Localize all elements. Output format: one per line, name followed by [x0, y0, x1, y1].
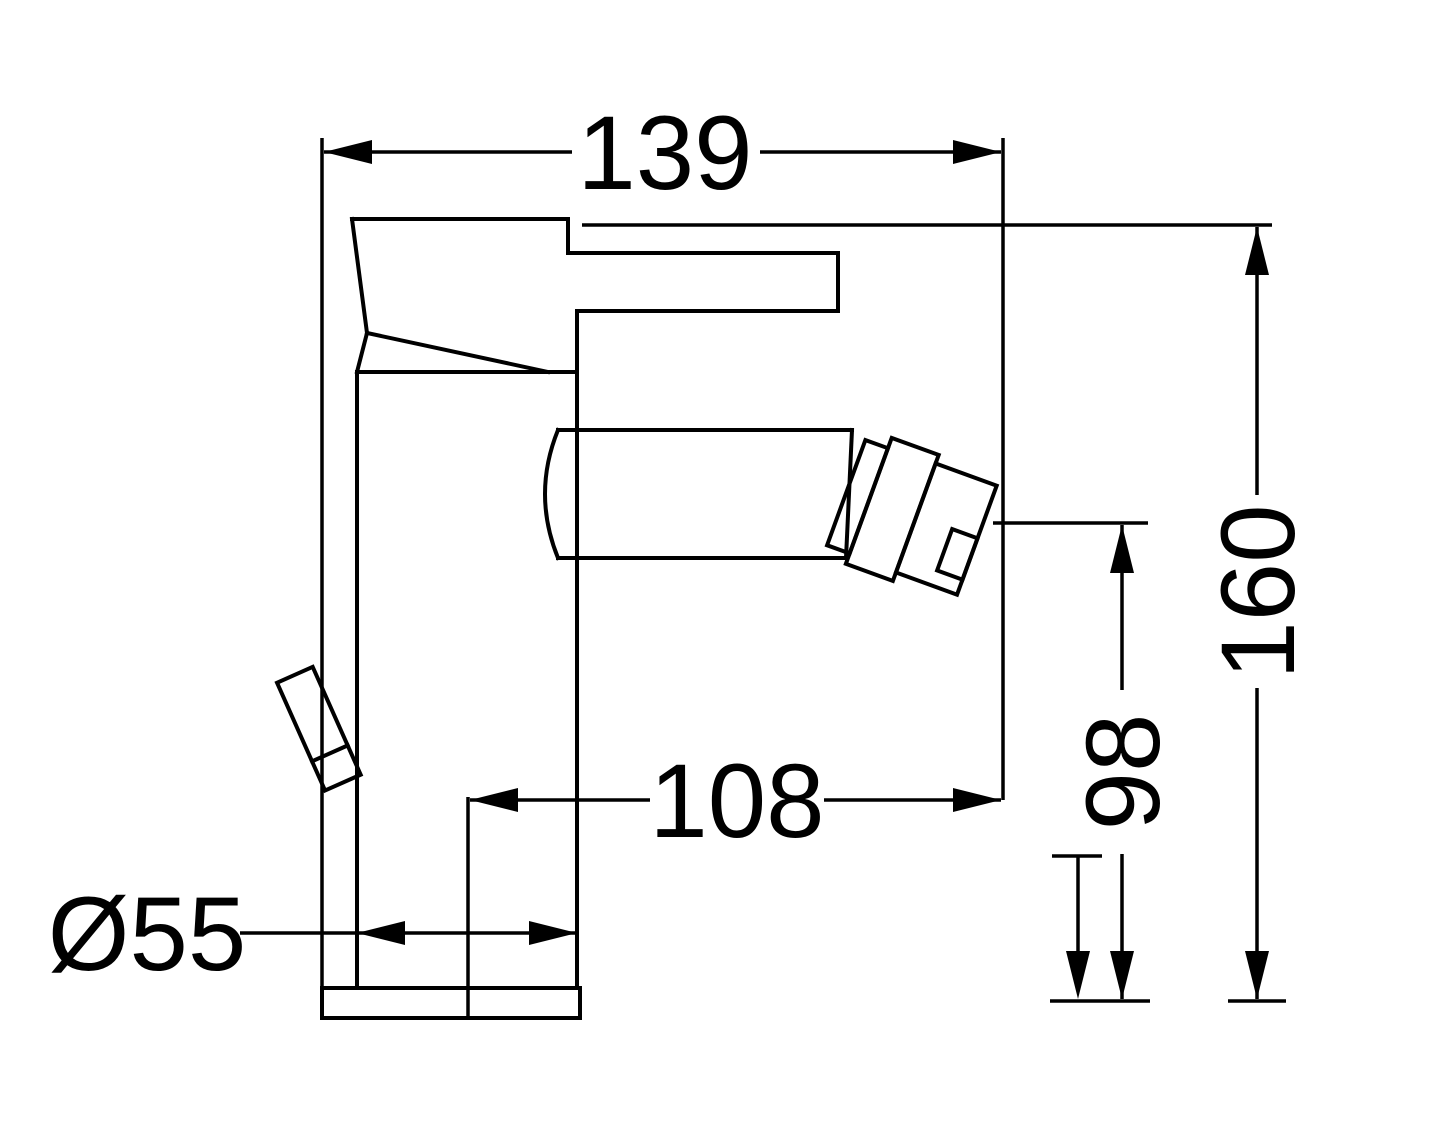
dim-top-width-label: 139 — [577, 95, 752, 212]
dim-outlet-height-label: 98 — [1065, 714, 1182, 831]
base-flange — [320, 986, 582, 1020]
arrow-160-down — [1245, 951, 1269, 999]
arrow-55-left — [357, 921, 405, 945]
arrow-55-right — [529, 921, 577, 945]
spout — [543, 427, 855, 561]
arrow-98-up — [1110, 525, 1134, 573]
drain-lever — [274, 664, 364, 794]
arrow-139-left — [324, 140, 372, 164]
faucet-outline — [274, 216, 1000, 1020]
extension-lines — [320, 138, 1286, 1018]
aerator-nozzle — [824, 435, 1000, 598]
dim-base-diameter-label: Ø55 — [48, 876, 246, 993]
arrow-108-left — [470, 788, 518, 812]
arrow-datum-down — [1066, 951, 1090, 999]
dim-overall-height-label: 160 — [1200, 504, 1317, 679]
arrow-139-right — [953, 140, 1001, 164]
arrowheads — [324, 140, 1269, 999]
arrow-108-right — [953, 788, 1001, 812]
arrow-160-up — [1245, 227, 1269, 275]
dim-spout-reach-label: 108 — [649, 743, 824, 860]
dimension-labels: 139 160 98 108 Ø55 — [48, 95, 1317, 993]
arrow-98-down — [1110, 951, 1134, 999]
handle-lever — [349, 216, 840, 375]
dimension-lines — [240, 138, 1286, 1018]
faucet-body — [355, 309, 579, 990]
